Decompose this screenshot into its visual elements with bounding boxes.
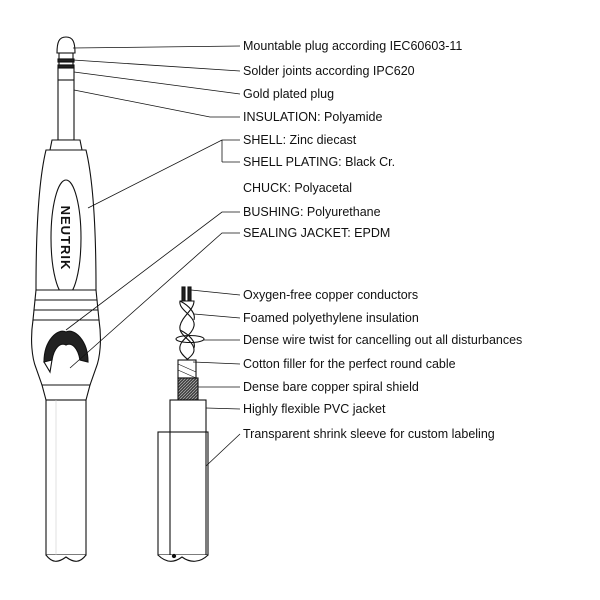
cotton-filler (177, 359, 197, 379)
plug-tip-neck (58, 52, 74, 60)
label-foamed-insulation: Foamed polyethylene insulation (243, 311, 419, 325)
copper-conductor-b (187, 286, 192, 302)
copper-conductor-a (181, 286, 186, 302)
label-copper-conductors: Oxygen-free copper conductors (243, 288, 419, 302)
label-shell: SHELL: Zinc diecast (243, 133, 357, 147)
label-bushing: BUSHING: Polyurethane (243, 205, 381, 219)
label-copper-shield: Dense bare copper spiral shield (243, 380, 419, 394)
bushing-notch (43, 330, 89, 363)
label-mountable-plug: Mountable plug according IEC60603-11 (243, 39, 463, 53)
label-pvc-jacket: Highly flexible PVC jacket (243, 402, 386, 416)
plug-sleeve (57, 67, 75, 141)
label-sealing-jacket: SEALING JACKET: EPDM (243, 226, 391, 240)
label-chuck: CHUCK: Polyacetal (243, 181, 353, 195)
copper-shield (177, 377, 199, 401)
label-wire-twist: Dense wire twist for cancelling out all … (243, 333, 523, 347)
jack-plug (31, 36, 101, 562)
shell-rim (49, 139, 83, 151)
plug-tip (56, 36, 76, 54)
label-cotton-filler: Cotton filler for the perfect round cabl… (243, 357, 456, 371)
brand-text: NEUTRIK (58, 206, 73, 271)
cable-leaders (190, 289, 241, 467)
cable-section (157, 286, 209, 562)
plug-cable (45, 399, 87, 556)
label-shell-plating: SHELL PLATING: Black Cr. (243, 155, 396, 169)
label-gold-plated: Gold plated plug (243, 87, 335, 101)
shrink-sleeve (157, 431, 209, 556)
twist-ellipse (175, 334, 205, 344)
label-shrink-sleeve: Transparent shrink sleeve for custom lab… (243, 427, 495, 441)
plug-leaders (65, 45, 241, 369)
label-solder-joints: Solder joints according IPC620 (243, 64, 415, 78)
sealing-jacket (41, 384, 91, 401)
label-insulation: INSULATION: Polyamide (243, 110, 383, 124)
